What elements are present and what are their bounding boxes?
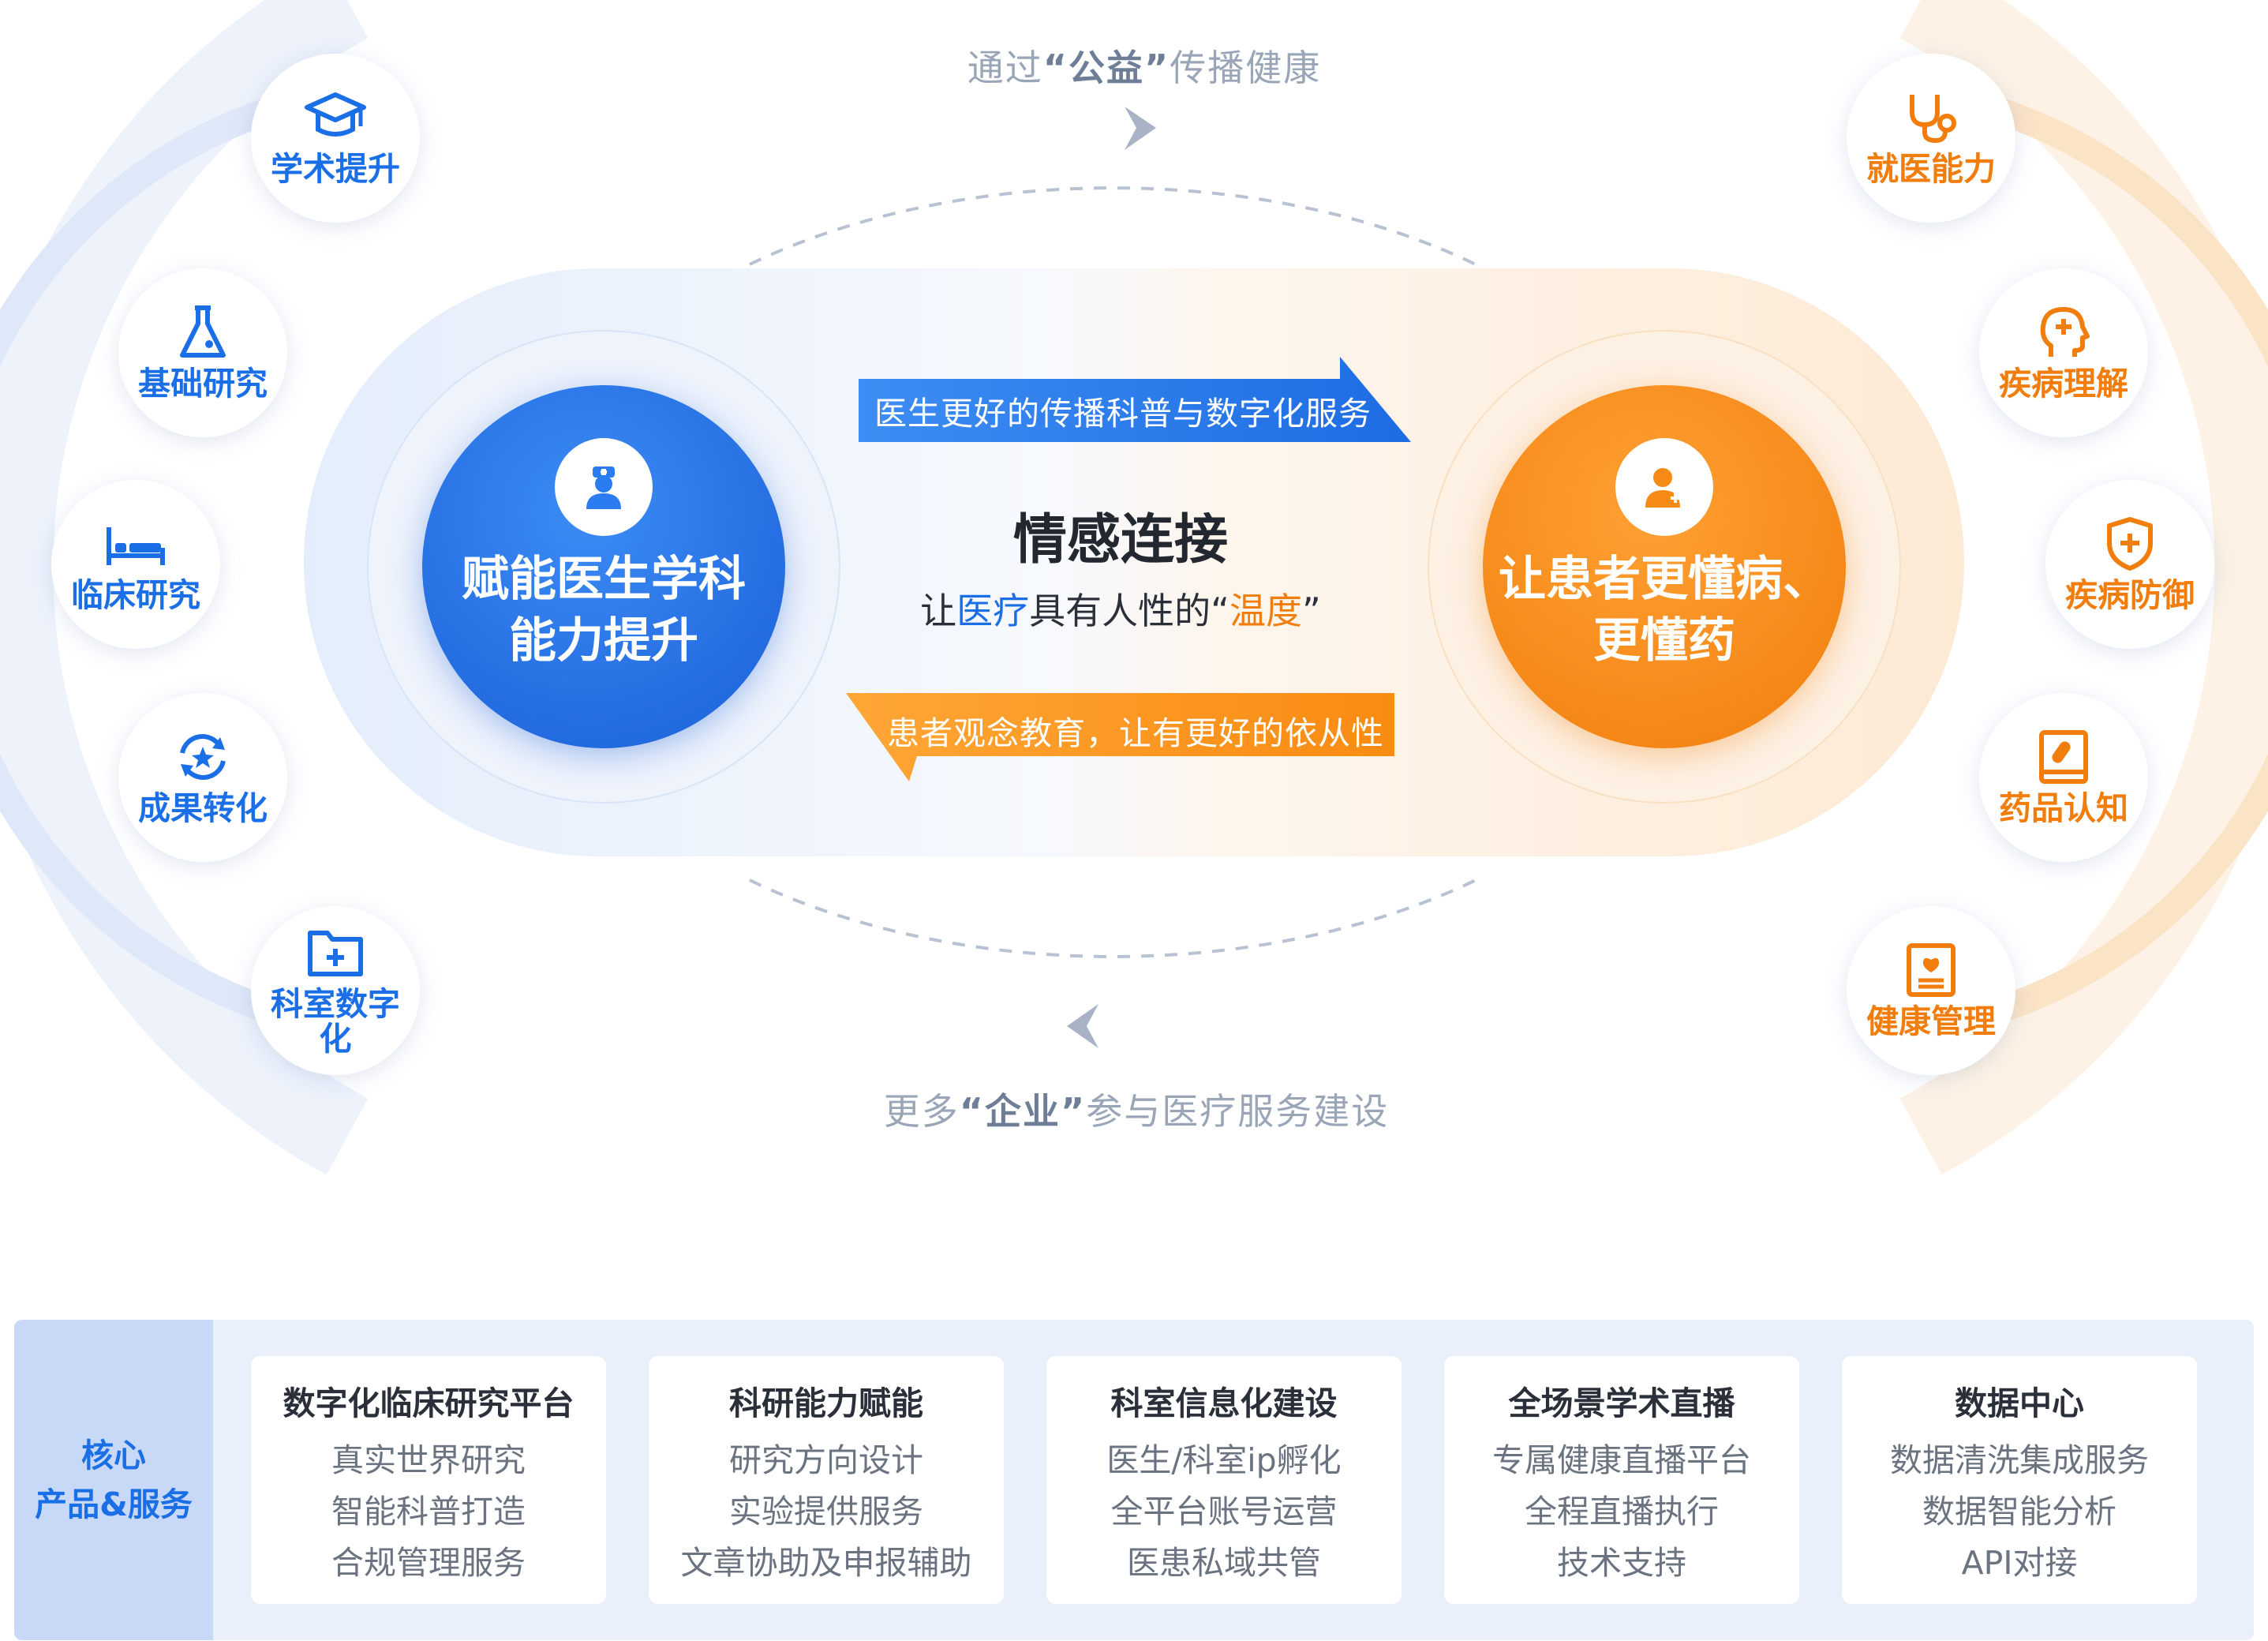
medicine-book-icon — [2039, 730, 2088, 784]
bottom-flow-key: “企业” — [959, 1090, 1087, 1133]
subtitle-part-d: 温度 — [1229, 590, 1302, 632]
card-item: 数据智能分析 — [1922, 1493, 2116, 1530]
core-label-box: 核心 产品&服务 — [14, 1320, 213, 1640]
card-item: 数据清洗集成服务 — [1890, 1441, 2149, 1479]
right-node-health-management: 健康管理 — [1847, 906, 2015, 1075]
card-item: 实验提供服务 — [729, 1493, 923, 1530]
graduation-cap-icon — [305, 92, 366, 137]
left-node-achievement-label: 成果转化 — [138, 789, 268, 827]
core-label-line2: 产品&服务 — [35, 1486, 193, 1523]
card-clinical-platform: 数字化临床研究平台 真实世界研究 智能科普打造 合规管理服务 — [251, 1356, 606, 1604]
blue-banner-text: 医生更好的传播科普与数字化服务 — [874, 395, 1372, 433]
left-node-clinical-research: 临床研究 — [51, 480, 220, 649]
subtitle-part-a: 让 — [920, 590, 957, 632]
left-hub-line2: 能力提升 — [509, 613, 698, 669]
top-flow-post: 传播健康 — [1170, 47, 1322, 89]
left-node-basic-research-label: 基础研究 — [138, 365, 268, 403]
card-title: 数字化临床研究平台 — [283, 1384, 574, 1422]
bed-icon — [107, 527, 165, 565]
right-node-health-management-label: 健康管理 — [1866, 1002, 1996, 1040]
center-subtitle: 让医疗具有人性的“温度” — [844, 583, 1397, 635]
card-item: 智能科普打造 — [331, 1493, 526, 1530]
right-hub-title: 让患者更懂病、 更懂药 — [1499, 549, 1830, 672]
bottom-flow-pre: 更多 — [883, 1090, 960, 1133]
card-title: 科研能力赋能 — [729, 1384, 923, 1422]
stethoscope-icon — [1910, 95, 1956, 144]
left-node-achievement: 成果转化 — [118, 693, 287, 862]
subtitle-part-e: ” — [1302, 590, 1321, 632]
left-hub: 赋能医生学科 能力提升 — [422, 385, 785, 748]
health-record-icon — [1907, 943, 1955, 997]
left-node-dept-digital: 科室数字化 — [251, 906, 420, 1075]
card-research-empowerment: 科研能力赋能 研究方向设计 实验提供服务 文章协助及申报辅助 — [649, 1356, 1004, 1604]
left-node-clinical-research-label: 临床研究 — [71, 576, 200, 614]
head-plus-icon — [2040, 307, 2090, 357]
right-hub: 让患者更懂病、 更懂药 — [1483, 385, 1846, 748]
right-hub-line2: 更懂药 — [1593, 613, 1735, 669]
card-item: API对接 — [1961, 1544, 2078, 1582]
left-node-academic: 学术提升 — [251, 54, 420, 223]
orange-banner-text: 患者观念教育，让有更好的依从性 — [887, 714, 1384, 752]
bottom-flow-post: 参与医疗服务建设 — [1086, 1090, 1390, 1133]
right-node-disease-prevention-label: 疾病防御 — [2065, 576, 2195, 614]
left-node-academic-label: 学术提升 — [271, 150, 400, 188]
card-data-center: 数据中心 数据清洗集成服务 数据智能分析 API对接 — [1842, 1356, 2197, 1604]
top-flow-caption: 通过“公益”传播健康 — [868, 39, 1420, 92]
left-node-dept-digital-label: 科室数字化 — [271, 985, 400, 1058]
shield-plus-icon — [2107, 517, 2153, 571]
card-item: 技术支持 — [1557, 1544, 1686, 1582]
patient-icon — [1615, 438, 1713, 536]
card-title: 科室信息化建设 — [1110, 1384, 1338, 1422]
card-item: 研究方向设计 — [729, 1441, 923, 1479]
card-dept-informatization: 科室信息化建设 医生/科室ip孵化 全平台账号运营 医患私域共管 — [1046, 1356, 1402, 1604]
right-node-disease-understanding: 疾病理解 — [1979, 268, 2148, 437]
right-hub-line1: 让患者更懂病、 — [1499, 552, 1830, 607]
card-title: 全场景学术直播 — [1508, 1384, 1735, 1422]
card-item: 全平台账号运营 — [1110, 1493, 1338, 1530]
card-item: 全程直播执行 — [1525, 1493, 1719, 1530]
card-item: 专属健康直播平台 — [1492, 1441, 1751, 1479]
card-item: 文章协助及申报辅助 — [680, 1544, 972, 1582]
card-academic-live: 全场景学术直播 专属健康直播平台 全程直播执行 技术支持 — [1444, 1356, 1799, 1604]
right-node-disease-understanding-label: 疾病理解 — [1999, 365, 2128, 403]
folder-plus-icon — [308, 931, 363, 976]
right-node-disease-prevention: 疾病防御 — [2045, 480, 2214, 649]
card-item: 医生/科室ip孵化 — [1106, 1441, 1342, 1479]
card-title: 数据中心 — [1955, 1384, 2084, 1422]
core-label-line1: 核心 — [81, 1437, 146, 1474]
flask-icon — [180, 305, 226, 358]
card-item: 医患私域共管 — [1126, 1544, 1321, 1582]
right-node-medical-access-label: 就医能力 — [1866, 150, 1996, 188]
subtitle-part-b: 医疗 — [956, 590, 1030, 632]
top-flow-key: “公益” — [1042, 47, 1170, 89]
right-node-drug-knowledge: 药品认知 — [1979, 693, 2148, 862]
cycle-star-icon — [180, 734, 226, 780]
center-title: 情感连接 — [1012, 509, 1228, 571]
subtitle-part-c: 具有人性的“ — [1029, 590, 1229, 632]
bottom-flow-caption: 更多“企业”参与医疗服务建设 — [789, 1083, 1484, 1135]
orange-banner-shape — [846, 693, 1394, 781]
left-hub-title: 赋能医生学科 能力提升 — [462, 549, 746, 672]
top-flow-pre: 通过 — [967, 47, 1043, 89]
card-item: 合规管理服务 — [331, 1544, 526, 1582]
left-hub-line1: 赋能医生学科 — [462, 552, 746, 607]
doctor-icon — [555, 438, 653, 536]
right-node-drug-knowledge-label: 药品认知 — [1999, 789, 2128, 827]
right-node-medical-access: 就医能力 — [1847, 54, 2015, 223]
blue-banner-shape — [859, 357, 1411, 442]
left-node-basic-research: 基础研究 — [118, 268, 287, 437]
card-item: 真实世界研究 — [331, 1441, 526, 1479]
